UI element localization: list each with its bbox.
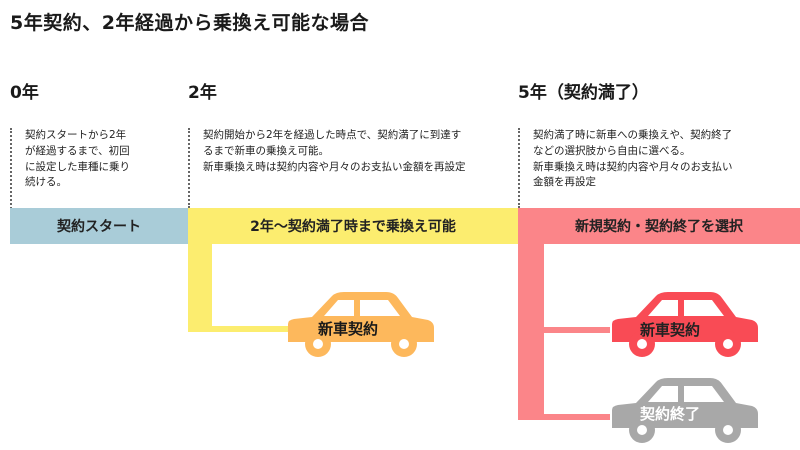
bar-contract-start-label: 契約スタート <box>57 219 141 235</box>
timeline-marker-0 <box>10 128 12 240</box>
timeline-marker-5 <box>518 128 520 208</box>
bar-choice-label: 新規契約・契約終了を選択 <box>575 219 743 235</box>
period-label-2: 2年 <box>188 83 217 103</box>
bar-contract-start: 契約スタート <box>10 208 188 244</box>
yellow-connector-vertical <box>188 244 212 332</box>
note-switchable: 契約開始から2年を経過した時点で、契約満了に到達す るまで新車の乗換え可能。 新… <box>203 129 466 173</box>
period-label-0: 0年 <box>10 83 39 103</box>
bar-choice-period: 新規契約・契約終了を選択 <box>518 208 800 244</box>
note-start: 契約スタートから2年 が経過するまで、初回 に設定した車種に乗り 続ける。 <box>25 129 130 189</box>
red-connector-branch-new <box>518 327 610 333</box>
timeline-marker-2 <box>188 128 190 208</box>
gray-car-label: 契約終了 <box>640 405 701 423</box>
period-label-5: 5年（契約満了） <box>518 83 649 103</box>
orange-car-icon <box>288 292 434 357</box>
bar-switchable-label: 2年〜契約満了時まで乗換え可能 <box>250 219 456 235</box>
gray-car-icon <box>612 378 758 443</box>
bar-switchable-period: 2年〜契約満了時まで乗換え可能 <box>188 208 518 244</box>
page-title: 5年契約、2年経過から乗換え可能な場合 <box>10 12 369 34</box>
red-car-icon <box>612 292 758 357</box>
note-contract-end: 契約満了時に新車への乗換えや、契約終了 などの選択肢から自由に選べる。 新車乗換… <box>533 129 733 189</box>
red-car-label: 新車契約 <box>640 321 701 339</box>
orange-car-label: 新車契約 <box>318 320 379 338</box>
yellow-connector-horizontal <box>188 326 288 332</box>
red-connector-branch-end <box>518 414 610 420</box>
